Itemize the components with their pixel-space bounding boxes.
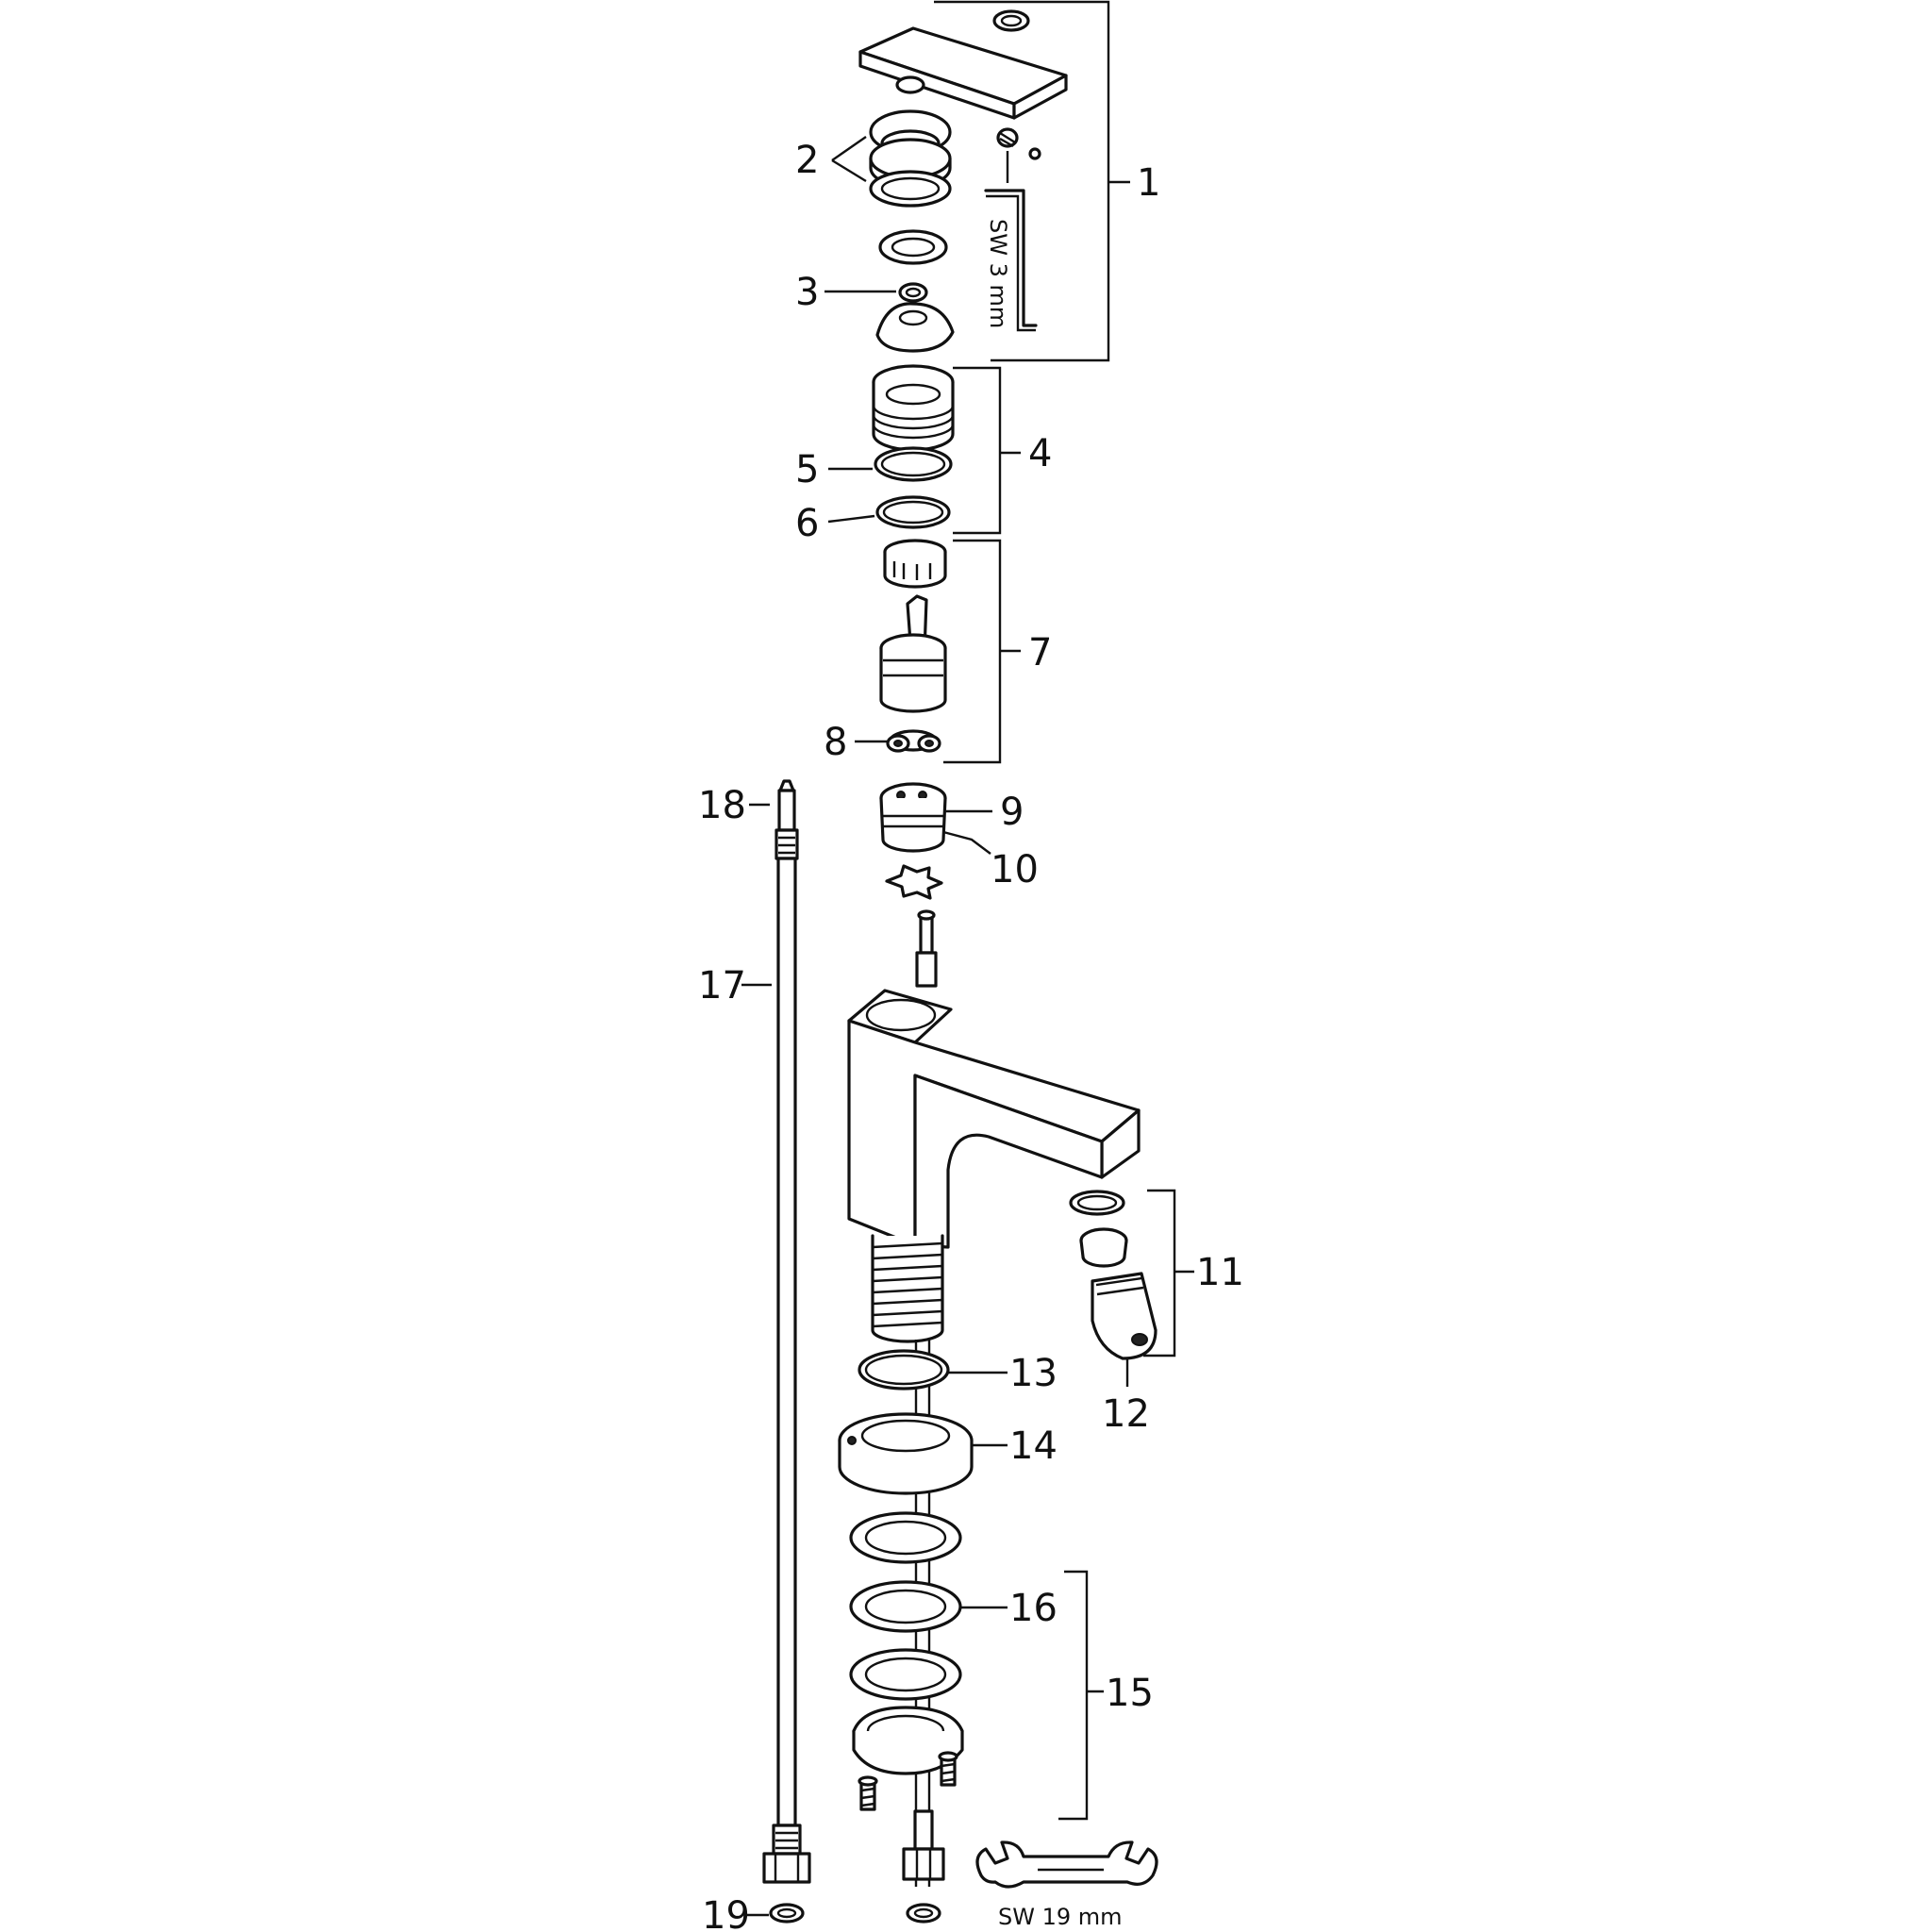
- label-4: 4: [1028, 432, 1052, 475]
- part-19-washer: [769, 1903, 805, 1924]
- leader-lines: [741, 0, 1194, 1917]
- label-14: 14: [1009, 1424, 1058, 1468]
- fixing-screws: [858, 1751, 958, 1811]
- label-3: 3: [795, 271, 819, 314]
- cross-seal: [885, 864, 943, 900]
- label-2: 2: [795, 139, 819, 182]
- stud-bottom-fitting: [902, 1809, 945, 1924]
- grub-screw: [996, 127, 1041, 160]
- label-9: 9: [1000, 791, 1024, 834]
- label-12: 12: [1102, 1392, 1150, 1436]
- part-3-small-ring: [875, 229, 955, 353]
- part-17-flexible-hose: [762, 779, 811, 1924]
- mixer-body: [847, 909, 1141, 1343]
- label-17: 17: [698, 964, 746, 1008]
- part-11-aerator: [1069, 1190, 1158, 1360]
- retaining-clip: [992, 9, 1030, 32]
- label-5: 5: [795, 448, 819, 491]
- allen-key: [984, 189, 1038, 327]
- part-9-10-base-plate: [879, 782, 947, 900]
- part-12-aerator-key: [1091, 1272, 1158, 1360]
- allen-key-size-label: SW 3 mm: [985, 219, 1011, 328]
- part-13-o-ring: [858, 1349, 950, 1391]
- label-16: 16: [1009, 1587, 1058, 1630]
- part-1-handle-assembly: [858, 9, 1068, 332]
- label-18: 18: [698, 784, 746, 827]
- label-13: 13: [1009, 1352, 1058, 1395]
- label-7: 7: [1028, 631, 1052, 675]
- label-1: 1: [1137, 161, 1160, 205]
- wrench-icon: [975, 1840, 1158, 1889]
- part-4-cover-nut: [872, 364, 955, 529]
- wrench-size-label: SW 19 mm: [998, 1904, 1123, 1930]
- label-6: 6: [795, 502, 819, 545]
- label-19: 19: [702, 1894, 750, 1932]
- label-11: 11: [1196, 1251, 1244, 1294]
- part-2-cover-rings: [869, 109, 952, 208]
- label-8: 8: [824, 721, 847, 764]
- label-15: 15: [1106, 1672, 1154, 1715]
- part-14-base-ring: [838, 1412, 974, 1495]
- part-7-cartridge: [879, 539, 947, 753]
- label-10: 10: [991, 848, 1039, 891]
- hose-nut: [762, 1852, 811, 1884]
- part-15-16-mounting-set: [849, 1511, 964, 1811]
